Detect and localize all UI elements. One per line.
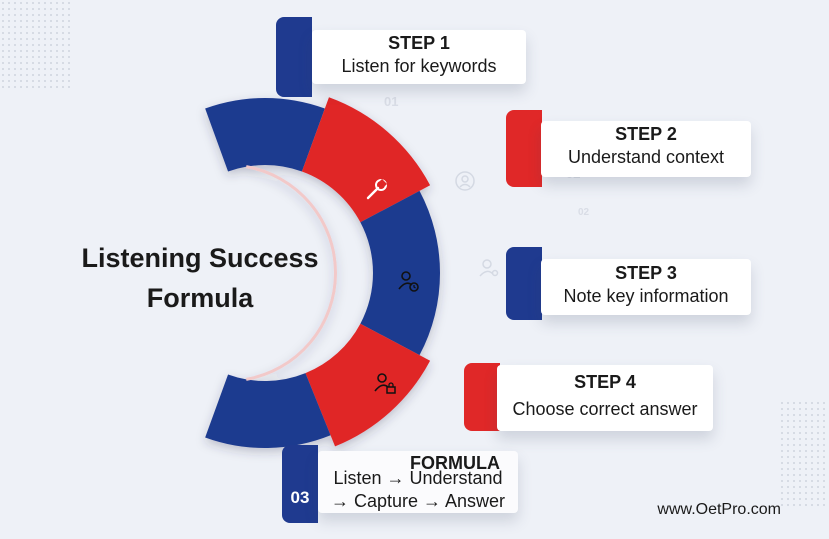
arc-segment-top-blue — [205, 98, 325, 172]
arc-segment-upper-red — [301, 97, 431, 223]
formula-number: 03 — [290, 488, 310, 507]
step-4-text: Choose correct answer — [512, 399, 698, 419]
ghost-number-02: 02 — [578, 207, 590, 218]
formula-card: FORMULA Listen → Understand → Capture → … — [318, 451, 518, 513]
step-1-number: 01 — [384, 94, 399, 109]
dot-pattern-bottom-right — [779, 400, 829, 510]
step-1-card: STEP 1 Listen for keywords — [312, 30, 526, 84]
step-4-tab — [464, 363, 500, 431]
formula-tab — [282, 445, 318, 523]
step-3-heading: STEP 3 — [615, 263, 677, 283]
arc-segment-lower-red — [305, 323, 431, 447]
title-line-2: Formula — [146, 283, 254, 313]
user-clock-icon — [398, 271, 419, 292]
arc-segment-bottom-blue — [205, 373, 331, 448]
step-1-tab — [276, 17, 312, 97]
step-3-tab — [506, 247, 542, 320]
formula-heading: FORMULA — [410, 453, 500, 473]
dot-pattern-top-left — [0, 0, 70, 90]
formula-line-2: → Capture → Answer — [330, 491, 506, 511]
inner-ring — [245, 165, 337, 381]
step-3-text: Note key information — [563, 286, 729, 306]
user-lock-icon — [374, 373, 396, 394]
diagram-title: Listening Success Formula — [40, 238, 360, 318]
title-line-1: Listening Success — [81, 243, 319, 273]
step-1-heading: STEP 1 — [388, 33, 450, 53]
website-url: www.OetPro.com — [657, 501, 781, 518]
step-3-card: STEP 3 Note key information — [541, 259, 751, 315]
formula-line-1: Listen → Understand — [333, 468, 503, 488]
user-clock-icon — [455, 171, 475, 191]
step-4-card: STEP 4 Choose correct answer — [497, 365, 713, 431]
step-2-heading: STEP 2 — [615, 124, 677, 144]
step-1-text: Listen for keywords — [341, 56, 497, 76]
step-2-text: Understand context — [567, 147, 725, 167]
step-4-heading: STEP 4 — [574, 372, 636, 392]
step-2-card: STEP 2 Understand context — [541, 121, 751, 177]
step-2-tab — [506, 110, 542, 187]
user-settings-icon — [479, 259, 499, 277]
arc-segment-middle-blue — [360, 190, 440, 356]
wrench-icon — [366, 178, 388, 200]
